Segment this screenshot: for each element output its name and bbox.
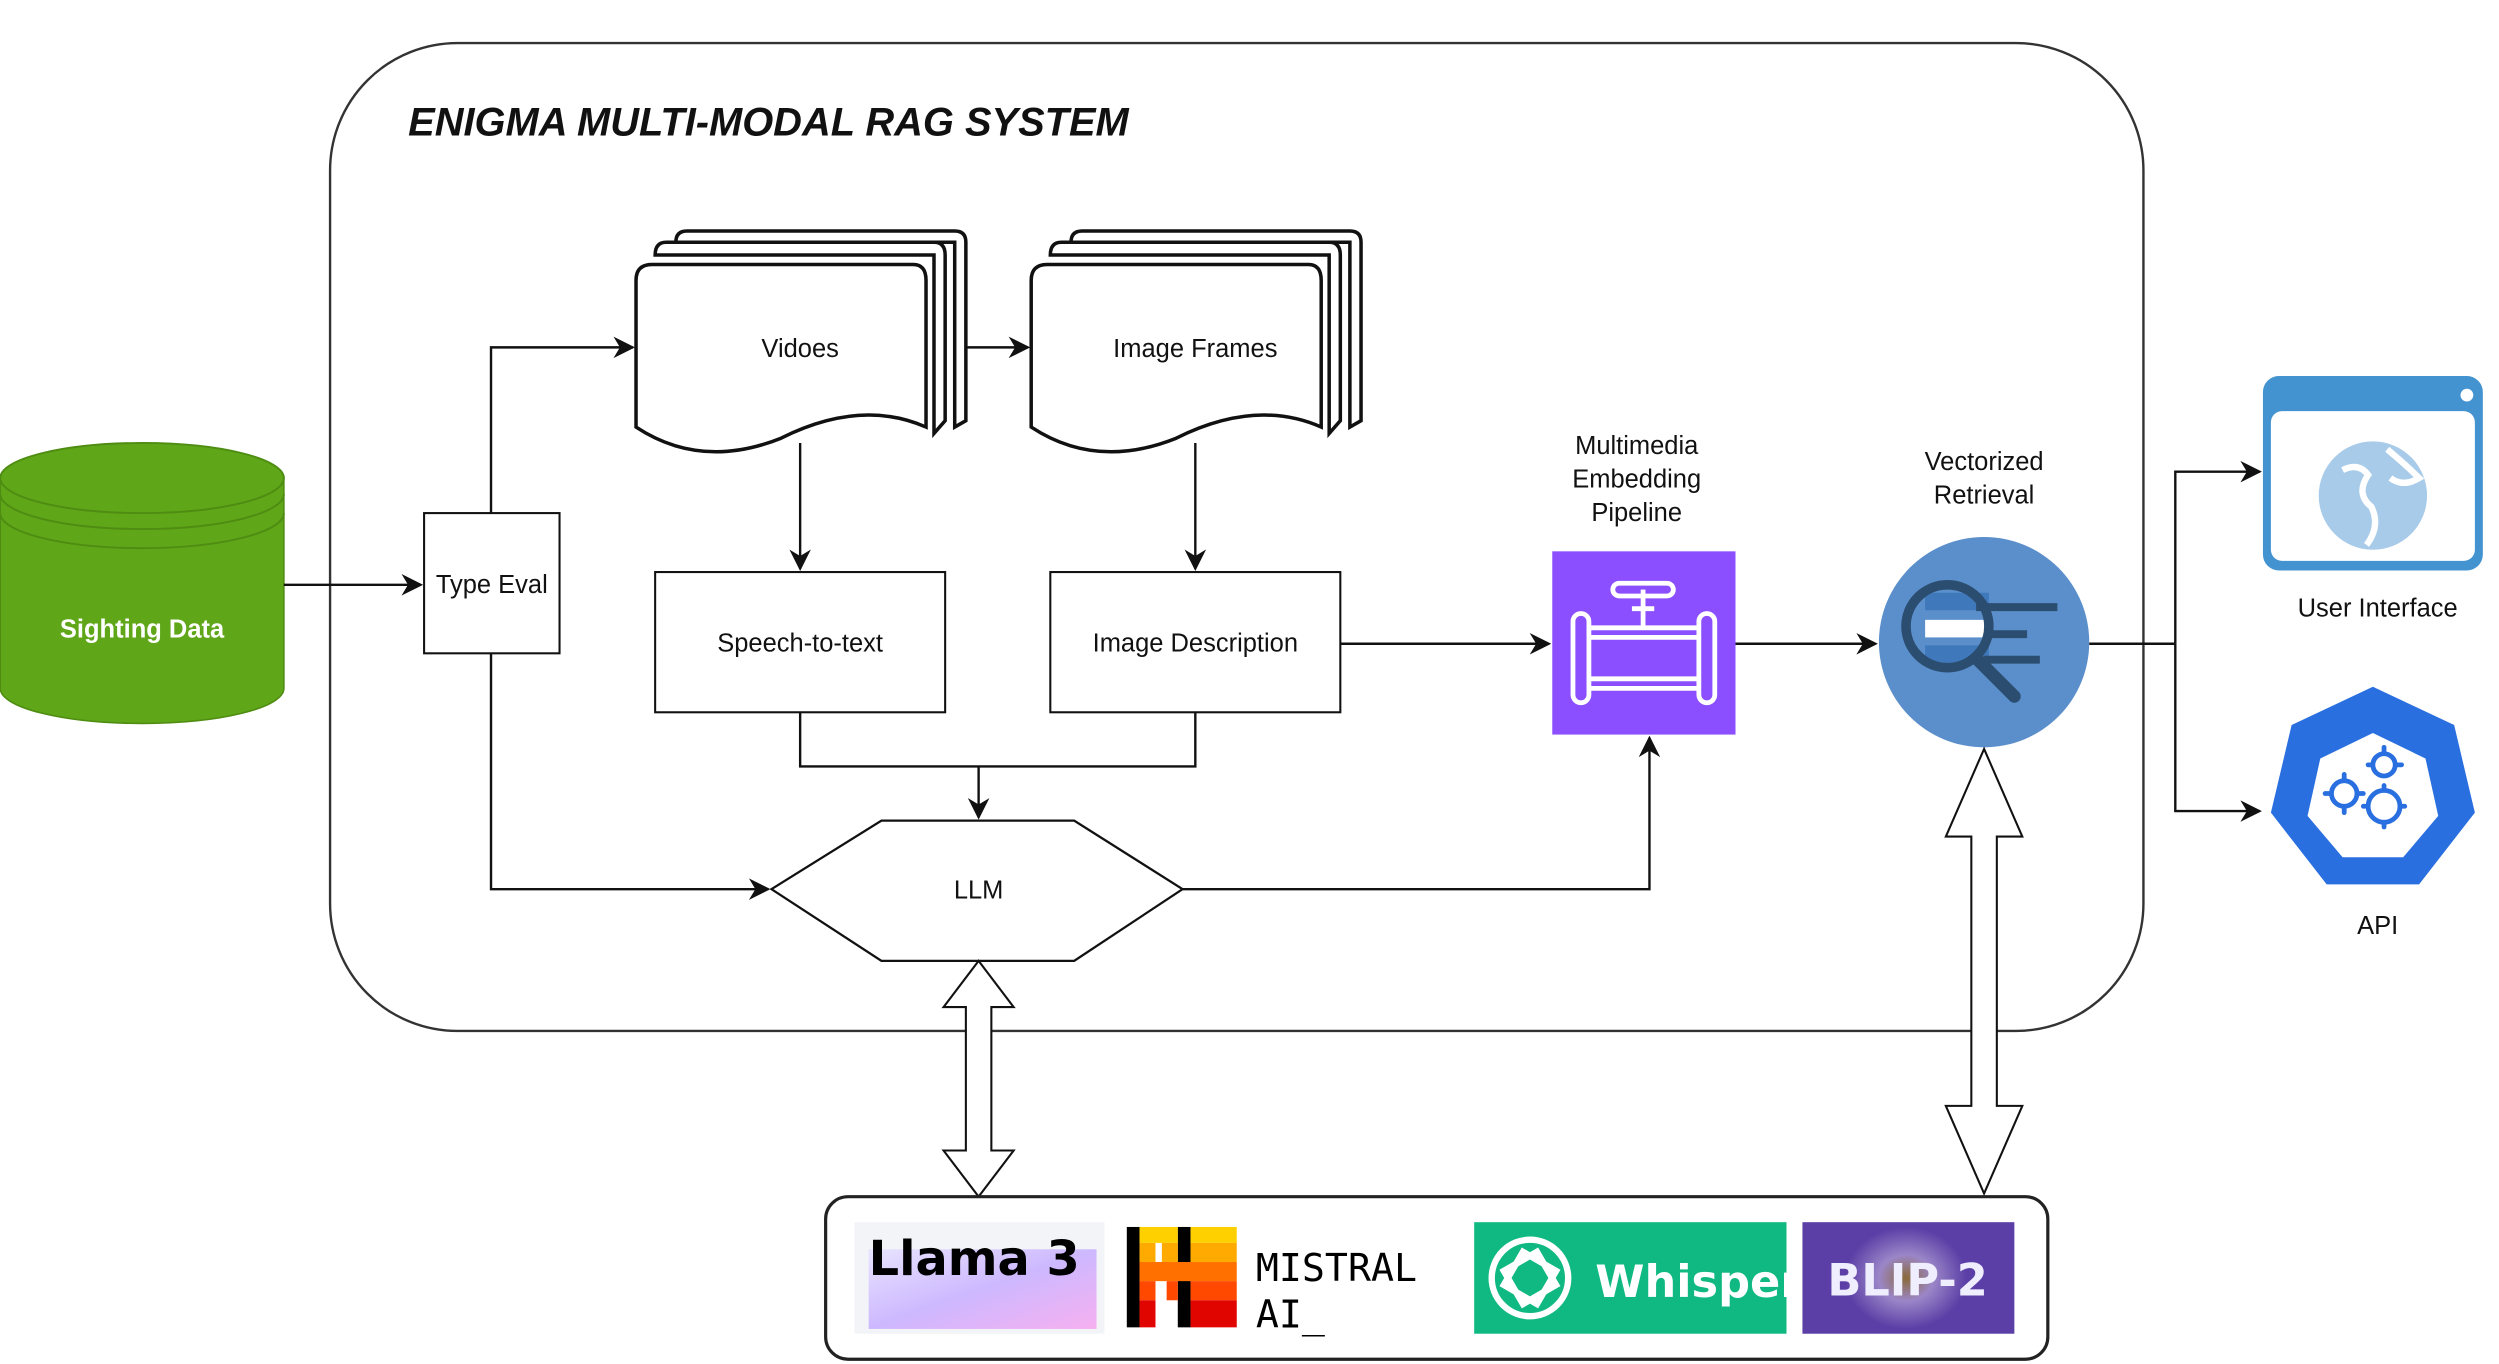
edge-typeeval-to-llm [489, 653, 771, 900]
vectorized-retrieval-label-2: Retrieval [1934, 482, 2035, 510]
search-list-icon [1878, 536, 2090, 748]
edge-llm-to-pipeline [1182, 735, 1661, 891]
llm-models-double-arrow [941, 959, 1016, 1199]
edge-to-ui [2174, 460, 2262, 644]
api-label: API [2357, 912, 2398, 940]
llama-3-label: Llama 3 [869, 1232, 1080, 1287]
sighting-data-label: Sighting Data [60, 615, 225, 643]
mistral-m-icon [1126, 1226, 1237, 1328]
llm-label: LLM [954, 877, 1004, 905]
videos-node[interactable]: Vidoes [634, 229, 968, 454]
embedding-pipeline-label-3: Pipeline [1591, 499, 1682, 527]
gears-heptagon-icon [2270, 686, 2475, 885]
embedding-pipeline-node[interactable]: Multimedia Embedding Pipeline [1552, 432, 1736, 735]
image-description-label: Image Description [1093, 630, 1298, 658]
blip-2-label: BLIP-2 [1827, 1254, 1988, 1306]
user-interface-label: User Interface [2298, 595, 2458, 623]
mistral-label-2: AI_ [1256, 1293, 1326, 1337]
system-container: ENIGMA MULTI-MODAL RAG SYSTEM [328, 41, 2145, 1033]
whisper-label: Whisper [1595, 1256, 1802, 1308]
type-eval-label: Type Eval [436, 571, 548, 599]
database-cylinder-icon [0, 442, 285, 725]
embedding-pipeline-label-2: Embedding [1572, 466, 1701, 494]
system-title: ENIGMA MULTI-MODAL RAG SYSTEM [408, 100, 1129, 144]
llama-3-logo[interactable]: Llama 3 [854, 1222, 1105, 1334]
image-description-node[interactable]: Image Description [1049, 571, 1342, 714]
edge-to-api [2174, 643, 2262, 822]
sighting-data-node[interactable]: Sighting Data [0, 442, 285, 725]
embedding-pipeline-label-1: Multimedia [1575, 432, 1699, 460]
vectorized-retrieval-node[interactable]: Vectorized Retrieval [1878, 448, 2090, 748]
llm-node[interactable]: LLM [769, 819, 1185, 962]
whisper-logo[interactable]: Whisper [1474, 1222, 1802, 1334]
user-interface-node[interactable]: User Interface [2262, 376, 2483, 623]
videos-label: Vidoes [761, 335, 838, 363]
edge-merge-to-llm [798, 712, 1197, 768]
api-node[interactable]: API [2270, 686, 2475, 940]
openai-knot-icon [1488, 1236, 1572, 1320]
retrieval-models-double-arrow [1944, 746, 2024, 1197]
browser-globe-icon [2262, 376, 2483, 571]
models-container: Llama 3 MISTRAL AI_ [824, 1195, 2050, 1361]
mistral-ai-logo[interactable]: MISTRAL AI_ [1126, 1226, 1417, 1337]
blip-2-logo[interactable]: BLIP-2 [1802, 1222, 2015, 1334]
speech-to-text-node[interactable]: Speech-to-text [654, 571, 947, 714]
vectorized-retrieval-label-1: Vectorized [1925, 448, 2044, 476]
speech-to-text-label: Speech-to-text [717, 630, 883, 658]
type-eval-node[interactable]: Type Eval [423, 512, 561, 655]
edge-typeeval-to-videos [489, 336, 635, 514]
connectors [283, 336, 2262, 900]
image-frames-node[interactable]: Image Frames [1029, 229, 1363, 454]
mistral-label-1: MISTRAL [1256, 1247, 1417, 1291]
image-frames-label: Image Frames [1113, 335, 1277, 363]
pipeline-valve-icon [1552, 551, 1736, 735]
